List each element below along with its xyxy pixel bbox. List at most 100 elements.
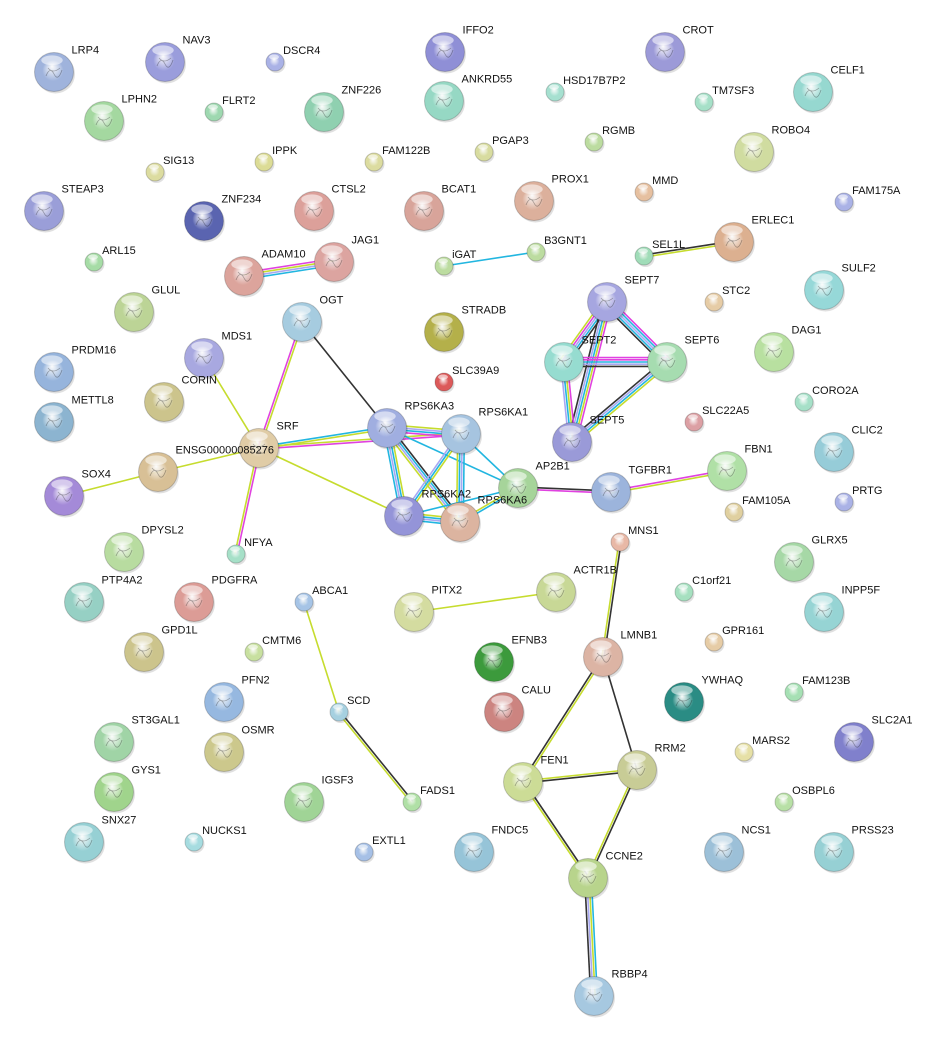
node-label[interactable]: ST3GAL1 <box>132 715 180 727</box>
node-SULF2[interactable]: SULF2 <box>804 263 876 312</box>
node-IFFO2[interactable]: IFFO2 <box>425 25 494 74</box>
node-FAM123B[interactable]: FAM123B <box>784 675 850 703</box>
node-B3GNT1[interactable]: B3GNT1 <box>526 235 587 263</box>
node-label[interactable]: MDS1 <box>222 331 253 343</box>
node-label[interactable]: PDGFRA <box>212 575 258 587</box>
node-PITX2[interactable]: PITX2 <box>394 585 463 634</box>
node-label[interactable]: SLC39A9 <box>452 365 499 377</box>
node-MMD[interactable]: MMD <box>634 175 678 203</box>
node-label[interactable]: PROX1 <box>552 174 589 186</box>
node-label[interactable]: AP2B1 <box>536 461 570 473</box>
node-label[interactable]: SEPT6 <box>685 335 720 347</box>
node-PFN2[interactable]: PFN2 <box>204 675 270 724</box>
node-SEL1L[interactable]: SEL1L <box>634 239 685 267</box>
node-CCNE2[interactable]: CCNE2 <box>568 851 643 900</box>
node-RPS6KA3[interactable]: RPS6KA3 <box>367 401 455 450</box>
node-label[interactable]: SNX27 <box>102 815 137 827</box>
node-label[interactable]: CLIC2 <box>852 425 883 437</box>
node-SEPT6[interactable]: SEPT6 <box>647 335 720 384</box>
node-C1orf21[interactable]: C1orf21 <box>674 575 731 603</box>
node-DSCR4[interactable]: DSCR4 <box>265 45 320 73</box>
node-ANKRD55[interactable]: ANKRD55 <box>424 74 513 123</box>
node-YWHAQ[interactable]: YWHAQ <box>664 675 744 724</box>
node-label[interactable]: SEL1L <box>652 239 685 251</box>
node-label[interactable]: NUCKS1 <box>202 825 247 837</box>
node-label[interactable]: NCS1 <box>742 825 771 837</box>
node-STC2[interactable]: STC2 <box>704 285 750 313</box>
node-IPPK[interactable]: IPPK <box>254 145 298 173</box>
node-FAM122B[interactable]: FAM122B <box>364 145 430 173</box>
node-label[interactable]: CELF1 <box>831 65 865 77</box>
node-label[interactable]: FAM105A <box>742 495 791 507</box>
node-IGSF3[interactable]: IGSF3 <box>284 775 354 824</box>
node-FNDC5[interactable]: FNDC5 <box>454 825 529 874</box>
node-label[interactable]: PRDM16 <box>72 345 117 357</box>
node-label[interactable]: DSCR4 <box>283 45 320 57</box>
node-SRF[interactable]: SRF <box>239 421 299 470</box>
node-label[interactable]: ARL15 <box>102 245 136 257</box>
node-PTP4A2[interactable]: PTP4A2 <box>64 575 143 624</box>
node-label[interactable]: CCNE2 <box>606 851 643 863</box>
edge-SRF-RPS6KA2[interactable] <box>258 447 405 517</box>
edge-TGFBR1-FBN1[interactable] <box>610 469 728 494</box>
node-label[interactable]: ERLEC1 <box>752 215 795 227</box>
node-GPR161[interactable]: GPR161 <box>704 625 764 653</box>
node-SEPT7[interactable]: SEPT7 <box>587 275 660 324</box>
node-PGAP3[interactable]: PGAP3 <box>474 135 529 163</box>
node-label[interactable]: FNDC5 <box>492 825 529 837</box>
node-ARL15[interactable]: ARL15 <box>84 245 136 273</box>
node-ACTR1B[interactable]: ACTR1B <box>536 565 617 614</box>
node-label[interactable]: YWHAQ <box>702 675 744 687</box>
node-label[interactable]: PTP4A2 <box>102 575 143 587</box>
node-MARS2[interactable]: MARS2 <box>734 735 790 763</box>
node-label[interactable]: MARS2 <box>752 735 790 747</box>
node-label[interactable]: TM7SF3 <box>712 85 754 97</box>
node-label[interactable]: C1orf21 <box>692 575 731 587</box>
node-label[interactable]: B3GNT1 <box>544 235 587 247</box>
node-GLUL[interactable]: GLUL <box>114 285 181 334</box>
edge-OGT-SRF[interactable] <box>257 321 304 449</box>
node-label[interactable]: EFNB3 <box>512 635 547 647</box>
node-PDGFRA[interactable]: PDGFRA <box>174 575 259 624</box>
node-NFYA[interactable]: NFYA <box>226 537 273 565</box>
node-label[interactable]: SRF <box>277 421 299 433</box>
node-LRP4[interactable]: LRP4 <box>34 45 100 94</box>
node-label[interactable]: RPS6KA3 <box>405 401 455 413</box>
node-ERLEC1[interactable]: ERLEC1 <box>714 215 795 264</box>
node-label[interactable]: LMNB1 <box>621 630 658 642</box>
node-ABCA1[interactable]: ABCA1 <box>294 585 348 613</box>
edge-LMNB1-FEN1[interactable] <box>521 655 605 784</box>
node-SEPT5[interactable]: SEPT5 <box>552 415 625 464</box>
node-label[interactable]: LPHN2 <box>122 94 157 106</box>
node-label[interactable]: iGAT <box>452 249 477 261</box>
node-label[interactable]: PITX2 <box>432 585 463 597</box>
node-label[interactable]: GPD1L <box>162 625 198 637</box>
node-DPYSL2[interactable]: DPYSL2 <box>104 525 184 574</box>
node-label[interactable]: ZNF234 <box>222 194 262 206</box>
node-label[interactable]: RPS6KA2 <box>422 489 472 501</box>
node-SCD[interactable]: SCD <box>329 695 370 723</box>
edge-RRM2-CCNE2[interactable] <box>586 769 639 879</box>
node-label[interactable]: STRADB <box>462 305 507 317</box>
node-label[interactable]: LRP4 <box>72 45 100 57</box>
node-label[interactable]: INPP5F <box>842 585 881 597</box>
node-PROX1[interactable]: PROX1 <box>514 174 589 223</box>
node-label[interactable]: FAM175A <box>852 185 901 197</box>
node-label[interactable]: SEPT2 <box>582 335 617 347</box>
node-SLC22A5[interactable]: SLC22A5 <box>684 405 749 433</box>
edge-CCNE2-RBBP4[interactable] <box>583 877 599 997</box>
node-label[interactable]: SULF2 <box>842 263 876 275</box>
node-label[interactable]: DAG1 <box>792 325 822 337</box>
node-label[interactable]: RBBP4 <box>612 969 648 981</box>
node-JAG1[interactable]: JAG1 <box>314 235 380 284</box>
node-RPS6KA6[interactable]: RPS6KA6 <box>440 495 528 544</box>
node-FBN1[interactable]: FBN1 <box>707 444 773 493</box>
node-GPD1L[interactable]: GPD1L <box>124 625 198 674</box>
node-PRDM16[interactable]: PRDM16 <box>34 345 117 394</box>
node-GLRX5[interactable]: GLRX5 <box>774 535 848 584</box>
node-label[interactable]: PGAP3 <box>492 135 529 147</box>
node-label[interactable]: IPPK <box>272 145 298 157</box>
node-OSBPL6[interactable]: OSBPL6 <box>774 785 835 813</box>
node-AP2B1[interactable]: AP2B1 <box>498 461 570 510</box>
node-label[interactable]: STC2 <box>722 285 750 297</box>
